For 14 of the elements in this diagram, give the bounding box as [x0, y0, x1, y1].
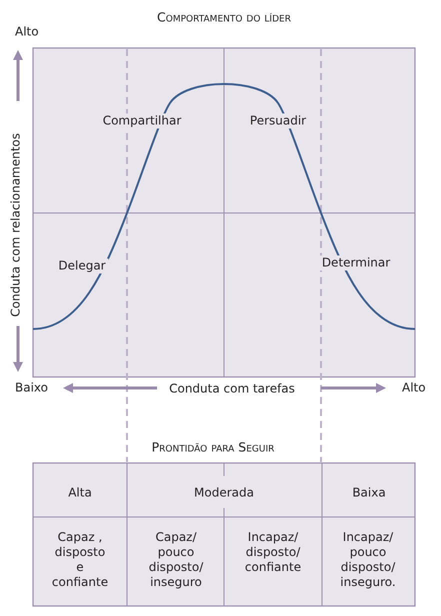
readiness-description: Capaz , disposto e confiante — [50, 530, 110, 590]
readiness-description: Capaz/ pouco disposto/ inseguro — [148, 530, 204, 590]
leadership-style-label: Determinar — [318, 256, 394, 270]
readiness-description: Incapaz/ disposto/ confiante — [244, 530, 302, 575]
section-heading: Prontidão para Seguir — [152, 440, 274, 454]
axis-end-label: Alto — [15, 24, 39, 40]
axis-end-label: Alto — [402, 380, 426, 396]
axis-end-label: Baixo — [15, 380, 48, 396]
readiness-level: Baixa — [352, 486, 386, 500]
readiness-level: Alta — [68, 486, 92, 500]
axis-title: Conduta com tarefas — [169, 382, 295, 396]
axis-title: Conduta com relacionamentos — [8, 133, 24, 317]
chart-title: Comportamento do líder — [157, 10, 291, 24]
readiness-description: Incapaz/ pouco disposto/ inseguro. — [339, 530, 397, 590]
